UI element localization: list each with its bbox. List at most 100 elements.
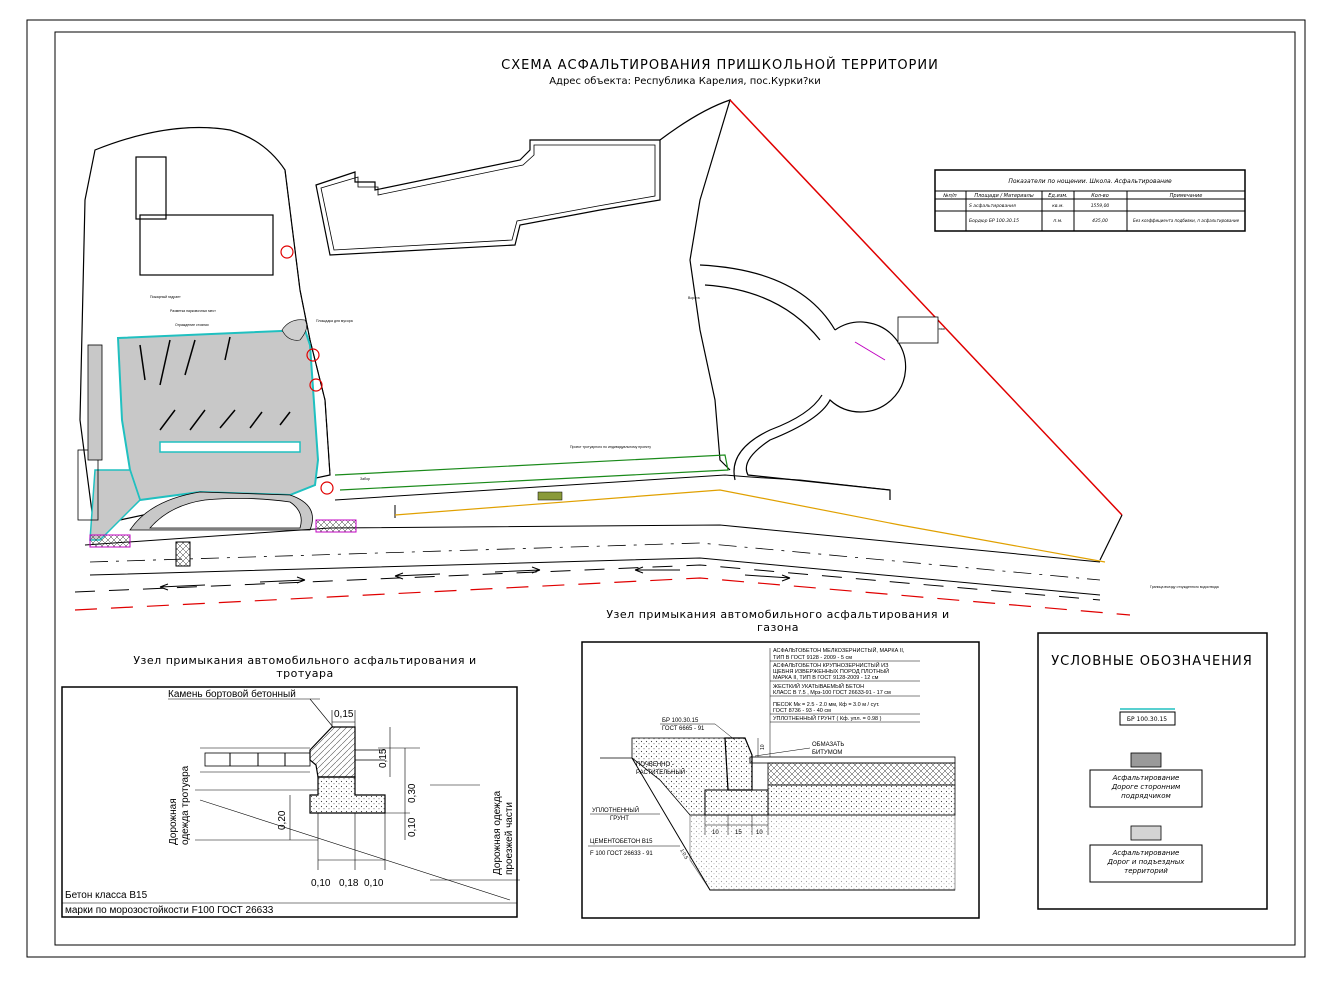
dim-right-lower: 0,10 — [407, 817, 418, 837]
road-centerline — [89, 542, 1101, 581]
svg-text:ГРУНТ: ГРУНТ — [610, 816, 629, 822]
inner-frame — [54, 31, 1296, 946]
dim-vertical: 10 — [760, 744, 766, 750]
parking-stall-markings — [139, 336, 291, 431]
road-pavement-label: проезжей части — [504, 802, 515, 875]
label-trash-area: Площадка для мусора — [316, 319, 353, 323]
table-cell: кв.м. — [1052, 204, 1064, 209]
table-cell: S асфальтирования — [969, 203, 1016, 209]
layer-3: ЖЕСТКИЙ УКАТЫВАЕМЫЙ БЕТОН — [773, 682, 864, 690]
boiler-building — [139, 214, 274, 276]
frost-resistance: марки по морозостойкости F100 ГОСТ 26633 — [65, 905, 274, 916]
layer-4: ПЕСОК Мк = 2.5 - 2.0 мм, Кф = 3.0 м / су… — [773, 702, 880, 708]
road-edge-south — [89, 557, 1101, 596]
legend-item1-line2: Дороге сторонним — [1111, 783, 1181, 791]
front-fence-green — [334, 454, 729, 491]
detail-curb-lawn: Узел примыкания автомобильного асфальтир… — [581, 608, 980, 919]
layer-1b: ТИП В ГОСТ 9128 - 2009 - 5 см — [773, 655, 852, 661]
dim-3: 10 — [756, 830, 763, 836]
crosswalk-left — [89, 534, 131, 548]
sidewalk-pavement-label: одежда тротуара — [180, 765, 191, 845]
svg-text:РАСТИТЕЛЬНЫЙ: РАСТИТЕЛЬНЫЙ — [636, 768, 685, 776]
school-building — [315, 139, 661, 256]
quantities-table: Показатели по нощении. Школа. Асфальтиро… — [934, 169, 1246, 232]
legend-curb: БР 100.30.15 — [1127, 716, 1167, 723]
site-boundary-south-east — [1099, 514, 1123, 561]
table-cell: 1559,00 — [1091, 203, 1110, 209]
parking-drive — [89, 469, 141, 541]
slope-ratio: 1:0.5 — [678, 848, 689, 861]
svg-text:ЩЕБНЯ ИЗВЕРЖЕННЫХ ПОРОД ПЛОТНЫ: ЩЕБНЯ ИЗВЕРЖЕННЫХ ПОРОД ПЛОТНЫЙ — [773, 667, 889, 675]
legend-item1-line3: подрядчиком — [1121, 792, 1171, 800]
label-parking-spaces: Разметка парковочных мест — [170, 309, 216, 313]
sidewalk-pavement-label: Дорожная — [168, 798, 179, 845]
legend-swatch-2 — [1130, 825, 1162, 841]
bus-stop-box — [897, 316, 939, 344]
dim-right-total: 0,30 — [407, 783, 418, 803]
dim-top: 0,15 — [334, 709, 354, 720]
table-header: Кол-во — [1091, 193, 1109, 199]
ground-slope — [631, 757, 955, 891]
legend-item2-line3: территорий — [1124, 867, 1168, 875]
dim-bottom-2: 0,18 — [339, 878, 359, 889]
small-building-north — [135, 156, 167, 220]
dim-2: 15 — [735, 830, 742, 836]
concrete-base — [309, 776, 386, 814]
outer-frame — [26, 19, 1306, 958]
legend-item2-line2: Дорог и подъездных — [1107, 858, 1186, 866]
legend-title: УСЛОВНЫЕ ОБОЗНАЧЕНИЯ — [1051, 654, 1253, 669]
detail1-heading-line2: тротуара — [276, 667, 334, 680]
table-cell: 435,00 — [1092, 218, 1108, 224]
table-header: №п/п — [942, 193, 957, 199]
svg-text:МАРКА II, ТИП В ГОСТ 9128-2: МАРКА II, ТИП В ГОСТ 9128-2009 - 12 см — [773, 675, 879, 681]
fence-line-left — [284, 169, 331, 476]
front-sidewalk-edge — [334, 474, 891, 501]
object-address: Адрес объекта: Республика Карелия, пос.К… — [549, 76, 821, 87]
table-cell: Бордюр БР 100.30.15 — [969, 218, 1019, 224]
red-marker-circles — [280, 245, 334, 495]
lawn-curb-base — [704, 789, 769, 816]
table-header: Ед.изм. — [1048, 193, 1067, 199]
detail2-heading-line2: газона — [757, 621, 799, 634]
concrete-class: Бетон класса В15 — [65, 890, 148, 901]
curved-drive-inner — [704, 284, 821, 341]
cement-concrete-label: ЦЕМЕНТОБЕТОН В15 — [590, 839, 653, 845]
road-red-dashed — [74, 577, 1131, 616]
road-black-dashed — [74, 564, 1101, 601]
dim-upper-right: 0,15 — [378, 748, 389, 768]
label-parking-zone: Ограждение стоянки — [175, 323, 209, 327]
drawing-title: СХЕМА АСФАЛЬТИРОВАНИЯ ПРИШКОЛЬНОЙ ТЕРРИТ… — [501, 57, 939, 73]
asphalt-coarse — [767, 762, 956, 786]
dim-bottom-1: 0,10 — [311, 878, 331, 889]
label-fire-hydrant: Пожарный гидрант — [150, 295, 181, 299]
label-lawn-strip: Проект тротуарного по индивидуальному пр… — [570, 445, 651, 449]
bitumen-note: ОБМАЗАТЬ — [812, 742, 844, 748]
crosswalk-mid — [175, 541, 191, 567]
site-boundary-red — [729, 99, 1123, 516]
turning-circle — [745, 321, 907, 500]
layer-5: УПЛОТНЕННЫЙ ГРУНТ ( Кф. упл. = 0.98 ) — [773, 714, 882, 722]
dim-bottom-3: 0,10 — [364, 878, 384, 889]
rolled-concrete — [767, 784, 956, 816]
svg-text:ГОСТ 8736 - 93: ГОСТ 8736 - 93 - 40 см — [773, 708, 831, 714]
crosswalk-right — [315, 519, 357, 533]
topsoil-label: ПОЧВЕННО - — [636, 762, 674, 768]
road-pavement-label: Дорожная одежда — [492, 790, 503, 875]
lawn-box — [537, 491, 563, 501]
table-header: Площади / Материалы — [974, 193, 1033, 199]
label-gate: Ворота — [688, 296, 700, 300]
table-caption: Показатели по нощении. Школа. Асфальтиро… — [1008, 178, 1172, 185]
table-cell: Без коэффициента подбивки, п асфальтиров… — [1133, 218, 1240, 223]
detail1-heading-line1: Узел примыкания автомобильного асфальтир… — [133, 654, 476, 667]
site-boundary-right-black — [659, 99, 731, 471]
parking-median — [159, 441, 301, 453]
orange-line — [394, 489, 1106, 563]
svg-text:КЛАСС В 7.5 , Мрз-100 ГОСТ 266: КЛАСС В 7.5 , Мрз-100 ГОСТ 26633-91 - 17… — [773, 690, 891, 696]
svg-text:БИТУМОМ: БИТУМОМ — [812, 750, 842, 756]
road-arrows — [159, 566, 791, 591]
road-edge-north — [84, 524, 1101, 563]
site-plan: Пожарный гидрант Разметка парковочных ме… — [74, 99, 1219, 616]
label-right-note: Граница въезду отчужденного водоотвода — [1150, 585, 1219, 589]
label-fence: Забор — [360, 477, 370, 481]
